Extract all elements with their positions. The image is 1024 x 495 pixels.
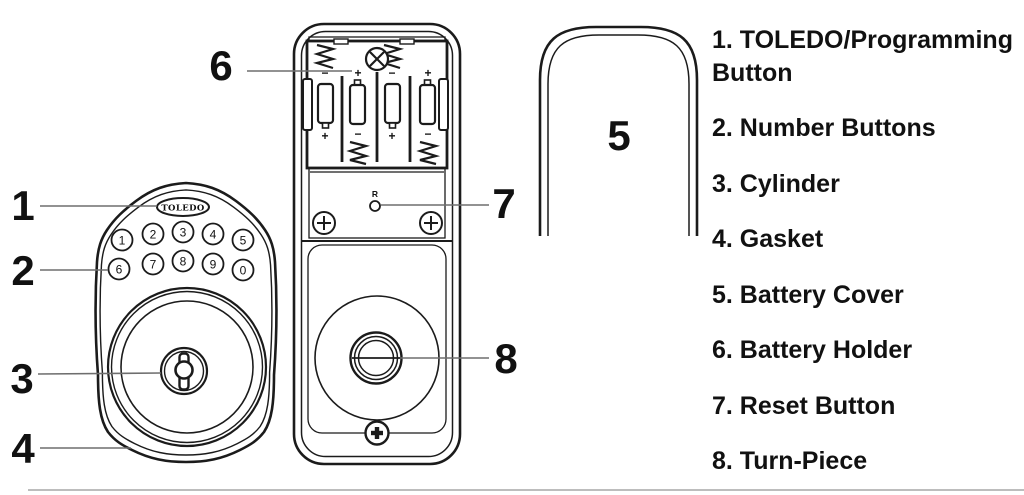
polarity-mark: − xyxy=(354,127,361,141)
callout-6-battery-holder: 6 xyxy=(209,42,232,89)
keypad: 1 2 3 4 5 xyxy=(107,220,255,282)
svg-text:1: 1 xyxy=(119,234,126,248)
toledo-logo-text: TOLEDO xyxy=(161,204,205,214)
front-lock-view: TOLEDO 1 2 3 4 xyxy=(94,181,278,464)
reset-button: R xyxy=(369,189,381,212)
svg-text:6: 6 xyxy=(116,263,123,277)
leader-line-3 xyxy=(37,372,162,375)
svg-text:2: 2 xyxy=(150,228,157,242)
svg-text:4: 4 xyxy=(210,228,217,242)
toledo-logo: TOLEDO xyxy=(156,197,210,217)
deadbolt-rose xyxy=(106,286,268,448)
svg-text:8: 8 xyxy=(180,255,187,269)
polarity-mark: + xyxy=(321,129,328,143)
keypad-button-1: 1 xyxy=(110,228,134,252)
svg-text:0: 0 xyxy=(240,264,247,278)
legend-item-5: 5. Battery Cover xyxy=(712,280,904,309)
callout-7-reset-button: 7 xyxy=(492,180,515,227)
legend-item-8: 8. Turn-Piece xyxy=(712,447,868,475)
keypad-button-4: 4 xyxy=(201,222,225,246)
battery-cell-2 xyxy=(348,79,367,126)
battery-box-screw xyxy=(364,46,390,72)
keypad-button-2: 2 xyxy=(141,222,165,246)
keypad-button-0: 0 xyxy=(231,258,255,282)
svg-text:9: 9 xyxy=(210,258,217,272)
contact-strip xyxy=(302,78,313,131)
mounting-screw-left xyxy=(312,211,336,235)
callouts: 1 2 3 4 6 7 8 xyxy=(10,42,517,472)
toledo-logo-oval xyxy=(156,197,210,217)
polarity-mark: + xyxy=(424,66,431,80)
keypad-button-7: 7 xyxy=(141,252,165,276)
contact-strip xyxy=(438,78,449,131)
polarity-mark: − xyxy=(424,127,431,141)
keypad-button-8: 8 xyxy=(171,249,195,273)
battery-box-tab xyxy=(399,38,415,45)
callout-4-gasket: 4 xyxy=(11,425,35,472)
legend-item-7: 7. Reset Button xyxy=(712,391,896,420)
legend-item-6: 6. Battery Holder xyxy=(712,336,913,364)
footer-rule xyxy=(28,489,1024,491)
polarity-mark: + xyxy=(388,129,395,143)
battery-cell-3 xyxy=(383,82,402,129)
callout-5-battery-cover: 5 xyxy=(607,112,630,159)
bottom-screw xyxy=(364,420,390,446)
turn-piece xyxy=(314,295,440,421)
callout-3-cylinder: 3 xyxy=(10,355,33,402)
battery-spring xyxy=(312,43,338,70)
reset-label: R xyxy=(372,189,378,199)
battery-cell-4 xyxy=(418,79,437,126)
legend-item-3: 3. Cylinder xyxy=(712,169,840,198)
callout-1-toledo-button: 1 xyxy=(11,182,34,229)
legend-item-1: 1. TOLEDO/Programming Button xyxy=(712,26,1013,87)
back-lock-view: − + − + + − + − R xyxy=(292,22,462,466)
front-escutcheon-outline xyxy=(94,181,278,464)
mounting-screw-right xyxy=(419,211,443,235)
battery-cover-view: 5 xyxy=(538,25,699,236)
polarity-mark: + xyxy=(354,66,361,80)
keypad-button-6: 6 xyxy=(107,257,131,281)
callout-2-number-buttons: 2 xyxy=(11,247,34,294)
back-plate-inner-outline xyxy=(300,30,454,458)
battery-spring xyxy=(416,140,441,166)
keyway-circle xyxy=(174,360,194,380)
battery-cover-inner-outline xyxy=(547,34,690,236)
keypad-button-9: 9 xyxy=(201,252,225,276)
polarity-mark: − xyxy=(321,66,328,80)
svg-text:5: 5 xyxy=(240,234,247,248)
front-escutcheon-inner-outline xyxy=(99,189,273,456)
cylinder-keyhole xyxy=(159,346,209,396)
battery-cover-outline xyxy=(538,25,699,236)
battery-holder: − + − + + − + − xyxy=(302,38,449,173)
callout-8-turn-piece: 8 xyxy=(494,335,517,382)
svg-text:3: 3 xyxy=(180,226,187,240)
battery-spring xyxy=(346,140,371,166)
keypad-button-3: 3 xyxy=(171,220,195,244)
polarity-mark: − xyxy=(388,66,395,80)
battery-box-tab xyxy=(333,38,349,45)
reset-button-hole xyxy=(369,200,381,212)
legend-item-4: 4. Gasket xyxy=(712,225,824,253)
svg-text:7: 7 xyxy=(150,258,157,272)
parts-legend: 1. TOLEDO/Programming Button 2. Number B… xyxy=(712,24,1014,495)
legend-item-2: 2. Number Buttons xyxy=(712,114,936,142)
battery-cell-1 xyxy=(316,82,335,129)
keypad-button-5: 5 xyxy=(231,228,255,252)
